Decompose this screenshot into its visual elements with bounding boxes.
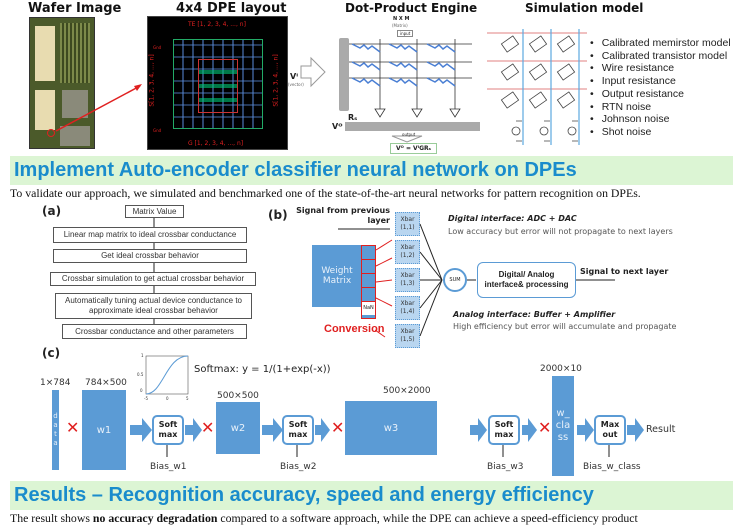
zoom-arrow bbox=[55, 84, 142, 132]
section-text: To validate our approach, we simulated a… bbox=[10, 186, 641, 200]
flow-step: Get ideal crossbar behavior bbox=[53, 249, 247, 263]
section-heading: Implement Auto-encoder classifier neural… bbox=[10, 156, 733, 185]
multiply-icon: ✕ bbox=[538, 418, 552, 437]
sim-bullet: Calibrated memirstor model bbox=[590, 37, 731, 49]
dpe-equation: Vᴼ = VᴵGRₛ bbox=[390, 143, 437, 154]
xbar-block: Xbar (1,2) bbox=[395, 240, 420, 264]
text-bold: no accuracy degradation bbox=[92, 511, 218, 525]
multiply-icon: ✕ bbox=[331, 418, 345, 437]
dpe-title: Dot-Product Engine bbox=[345, 1, 478, 15]
dpe-layout-image: TE [1, 2, 3, 4, ..., n] G [1, 2, 3, 4, .… bbox=[147, 16, 288, 150]
fig-c-label: (c) bbox=[42, 346, 61, 360]
xbar-block: Xbar (1,5) bbox=[395, 324, 420, 348]
softmax-block: Soft max bbox=[488, 415, 520, 445]
softmax-equation: Softmax: y = 1/(1+exp(-x)) bbox=[194, 364, 331, 375]
weight-matrix: Weight Matrix bbox=[312, 245, 362, 307]
data-block: data bbox=[52, 390, 59, 470]
w3-dim: 500×2000 bbox=[383, 386, 431, 396]
g-label: G [1, 2, 3, 4, ..., n] bbox=[188, 140, 244, 147]
results-text: The result shows no accuracy degradation… bbox=[10, 511, 638, 526]
sim-bullet: RTN noise bbox=[590, 101, 651, 113]
plot-tick: -5 bbox=[144, 396, 148, 401]
softmax-block: Soft max bbox=[152, 415, 184, 445]
sim-bullet: Calibrated transistor model bbox=[590, 50, 727, 62]
sum-node: SUM bbox=[443, 268, 467, 292]
vector-label: Vᴵ bbox=[290, 72, 299, 81]
fig-a-label: (a) bbox=[42, 204, 62, 218]
output-label: output bbox=[402, 132, 416, 137]
simulation-grid bbox=[487, 29, 587, 145]
sim-bullet: Output resistance bbox=[590, 88, 684, 100]
flow-step: Matrix Value bbox=[125, 205, 184, 218]
sim-bullet: Shot noise bbox=[590, 126, 652, 138]
multiply-icon: ✕ bbox=[66, 418, 80, 437]
multiply-icon: ✕ bbox=[201, 418, 215, 437]
plot-tick: 0 bbox=[140, 388, 143, 393]
sim-bullet: Johnson noise bbox=[590, 113, 670, 125]
analog-interface-text: High efficiency but error will accumulat… bbox=[453, 322, 677, 331]
analog-interface-title: Analog interface: Buffer + Amplifier bbox=[453, 310, 616, 319]
input-label: input bbox=[397, 30, 414, 37]
interface-box: Digital/ Analog interface& processing bbox=[477, 262, 576, 298]
rs-label: Rₛ bbox=[348, 113, 358, 122]
matrix-label: N X M bbox=[393, 16, 410, 22]
plot-tick: 0.5 bbox=[137, 372, 144, 377]
w2-block: w2 bbox=[216, 402, 260, 454]
flow-connectors bbox=[153, 218, 155, 324]
flow-arrows bbox=[130, 418, 644, 457]
wafer-title: Wafer Image bbox=[28, 1, 122, 16]
matrix-column: NaN bbox=[361, 245, 376, 319]
data-dim: 1×784 bbox=[40, 378, 71, 388]
flow-step: Crossbar simulation to get actual crossb… bbox=[50, 272, 256, 286]
sim-title: Simulation model bbox=[525, 1, 644, 15]
w2-dim: 500×500 bbox=[217, 391, 259, 401]
plot-tick: 5 bbox=[186, 396, 189, 401]
digital-interface-title: Digital interface: ADC + DAC bbox=[448, 214, 577, 223]
dpe-circuit: N X M (Matrix) input Vᴵ (vector) Rₛ Vᴼ o… bbox=[288, 14, 485, 156]
digital-interface-text: Low accuracy but error will not propagat… bbox=[448, 227, 673, 236]
flow-step: Automatically tuning actual device condu… bbox=[55, 293, 252, 319]
gnd-label: Gnd bbox=[153, 45, 162, 50]
result-label: Result bbox=[646, 424, 676, 435]
bias-label: Bias_w1 bbox=[150, 462, 187, 472]
flow-step: Crossbar conductance and other parameter… bbox=[62, 324, 247, 339]
wafer-image bbox=[29, 17, 95, 149]
sigmoid-plot bbox=[145, 355, 189, 395]
vector-sub: (vector) bbox=[288, 82, 304, 87]
sim-bullet: Wire resistance bbox=[590, 62, 674, 74]
softmax-block: Soft max bbox=[282, 415, 314, 445]
w1-dim: 784×500 bbox=[85, 378, 127, 388]
matrix-sub: (Matrix) bbox=[392, 23, 408, 28]
xbar-block: Xbar (1,4) bbox=[395, 296, 420, 320]
bias-label: Bias_w_class bbox=[583, 462, 641, 472]
text-part: The result shows bbox=[10, 511, 93, 525]
section-heading: Results – Recognition accuracy, speed an… bbox=[10, 481, 733, 510]
fig-b-label: (b) bbox=[268, 208, 288, 222]
text-part: compared to a software approach, while t… bbox=[217, 511, 638, 525]
wclass-dim: 2000×10 bbox=[540, 364, 582, 374]
signal-out-label: Signal to next layer bbox=[580, 267, 669, 276]
te-label: TE [1, 2, 3, 4, ..., n] bbox=[188, 21, 246, 28]
maxout-block: Max out bbox=[594, 415, 626, 445]
layout-title: 4x4 DPE layout bbox=[176, 1, 287, 16]
vo-label: Vᴼ bbox=[332, 122, 343, 131]
plot-tick: 1 bbox=[141, 353, 144, 358]
bias-label: Bias_w3 bbox=[487, 462, 524, 472]
nan-cell: NaN bbox=[362, 302, 375, 315]
wclass-block: w_class bbox=[552, 376, 574, 476]
w1-block: w1 bbox=[82, 390, 126, 470]
w3-block: w3 bbox=[345, 401, 437, 455]
sim-bullet: Input resistance bbox=[590, 75, 676, 87]
fig-b-connectors bbox=[338, 223, 615, 338]
xbar-block: Xbar (1,3) bbox=[395, 268, 420, 292]
gnd-label: Gnd bbox=[153, 128, 162, 133]
xbar-block: Xbar (1,1) bbox=[395, 212, 420, 236]
flow-step: Linear map matrix to ideal crossbar cond… bbox=[53, 227, 247, 243]
plot-tick: 0 bbox=[166, 396, 169, 401]
signal-in-label: Signal from previous layer bbox=[296, 206, 390, 225]
bias-label: Bias_w2 bbox=[280, 462, 317, 472]
conversion-label: Conversion bbox=[324, 323, 385, 335]
